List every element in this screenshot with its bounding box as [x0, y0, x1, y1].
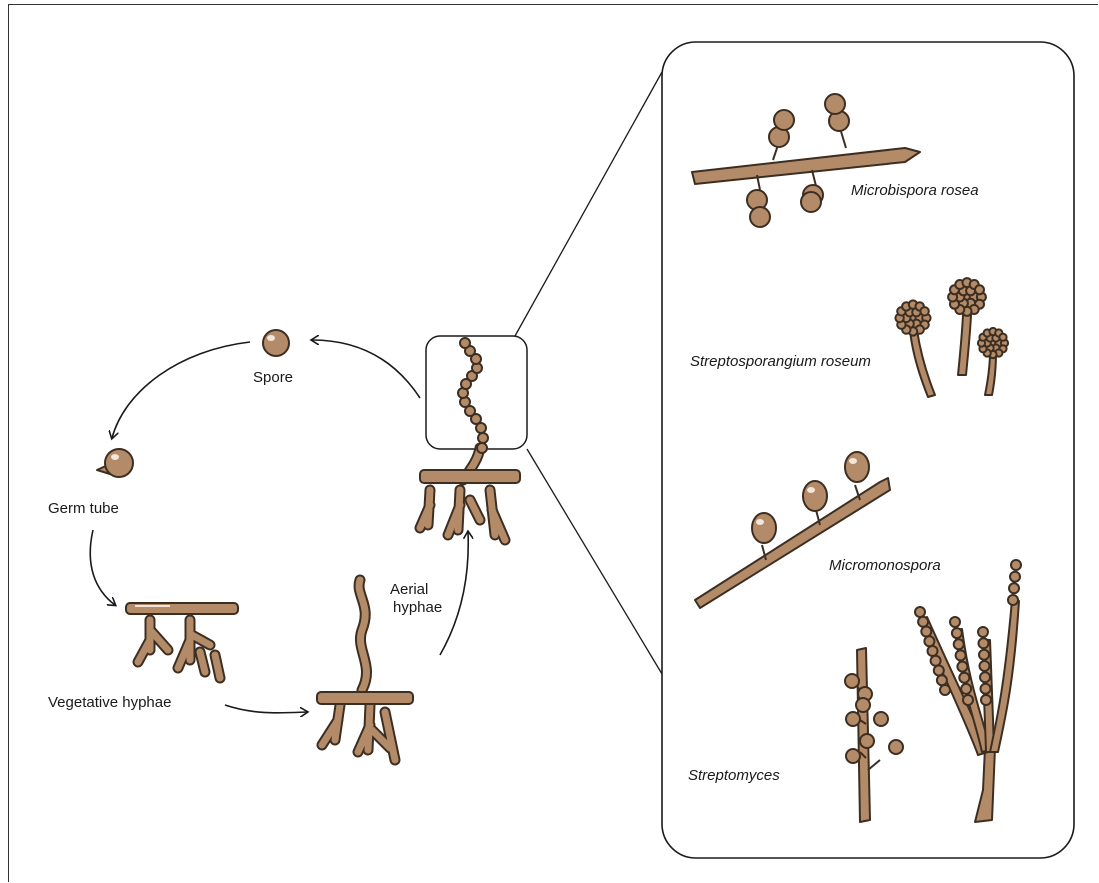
zoom-line-top — [515, 72, 662, 336]
streptomyces-spore — [961, 684, 971, 694]
streptomyces-spore — [1009, 583, 1019, 593]
streptomyces-spore — [980, 672, 990, 682]
spore-label: Spore — [253, 369, 293, 386]
germ-tube-label: Germ tube — [48, 500, 119, 517]
streptomyces-spore — [921, 627, 931, 637]
streptomyces-spore — [940, 685, 950, 695]
germ-tube-drawing — [97, 449, 133, 477]
spore-bead — [478, 433, 488, 443]
streptomyces-spore — [1008, 595, 1018, 605]
streptomyces-spore — [978, 627, 988, 637]
sporangium-spore — [975, 285, 984, 294]
spore-bead — [477, 443, 487, 453]
aerial-label-line1: Aerial — [390, 581, 428, 598]
zoom-box — [426, 336, 527, 449]
vegetative-hyphae-label: Vegetative hyphae — [48, 694, 171, 711]
spore-chain-drawing — [420, 338, 520, 540]
streptosporangium-label: Streptosporangium roseum — [690, 353, 871, 370]
streptomyces-spore — [963, 695, 973, 705]
spore-bead — [460, 338, 470, 348]
streptomyces-spore — [981, 695, 991, 705]
streptomyces-spore — [937, 675, 947, 685]
cycle-arrow-spore-to-germ-tube — [112, 342, 250, 438]
streptomyces-spore — [979, 638, 989, 648]
streptomyces-spore — [1010, 572, 1020, 582]
sporangium-spore — [920, 307, 928, 315]
streptomyces-spore — [954, 639, 964, 649]
micromonospora-label: Micromonospora — [829, 557, 941, 574]
streptomyces-spore — [981, 684, 991, 694]
streptomyces-spore — [950, 617, 960, 627]
vegetative-hyphae-drawing — [126, 603, 238, 678]
streptomyces-spore — [918, 617, 928, 627]
streptomyces-spore — [928, 646, 938, 656]
cycle-arrow-aerial-to-spore — [312, 340, 420, 398]
streptomyces-spore — [934, 666, 944, 676]
aerial-label-line2: hyphae — [393, 599, 442, 616]
streptomyces-spore — [980, 661, 990, 671]
streptomyces-spore — [952, 628, 962, 638]
cycle-arrow-vegetative-to-aerial — [225, 705, 307, 713]
cycle-arrow-germ-tube-to-vegetative — [90, 530, 115, 605]
streptomyces-spore — [959, 673, 969, 683]
streptomyces-spore — [957, 662, 967, 672]
cycle-arrow-aerial-to-spore-chain — [440, 532, 468, 655]
zoom-line-bottom — [527, 449, 662, 674]
streptomyces-spore — [924, 636, 934, 646]
streptomyces-spore — [956, 650, 966, 660]
microbispora-label: Microbispora rosea — [851, 182, 979, 199]
streptomyces-spore — [915, 607, 925, 617]
spore-drawing — [263, 330, 289, 356]
streptomyces-spore — [979, 650, 989, 660]
streptomyces-label: Streptomyces — [688, 767, 780, 784]
streptomyces-spore — [931, 656, 941, 666]
streptomyces-spore — [1011, 560, 1021, 570]
sporangium-spore — [999, 334, 1006, 341]
